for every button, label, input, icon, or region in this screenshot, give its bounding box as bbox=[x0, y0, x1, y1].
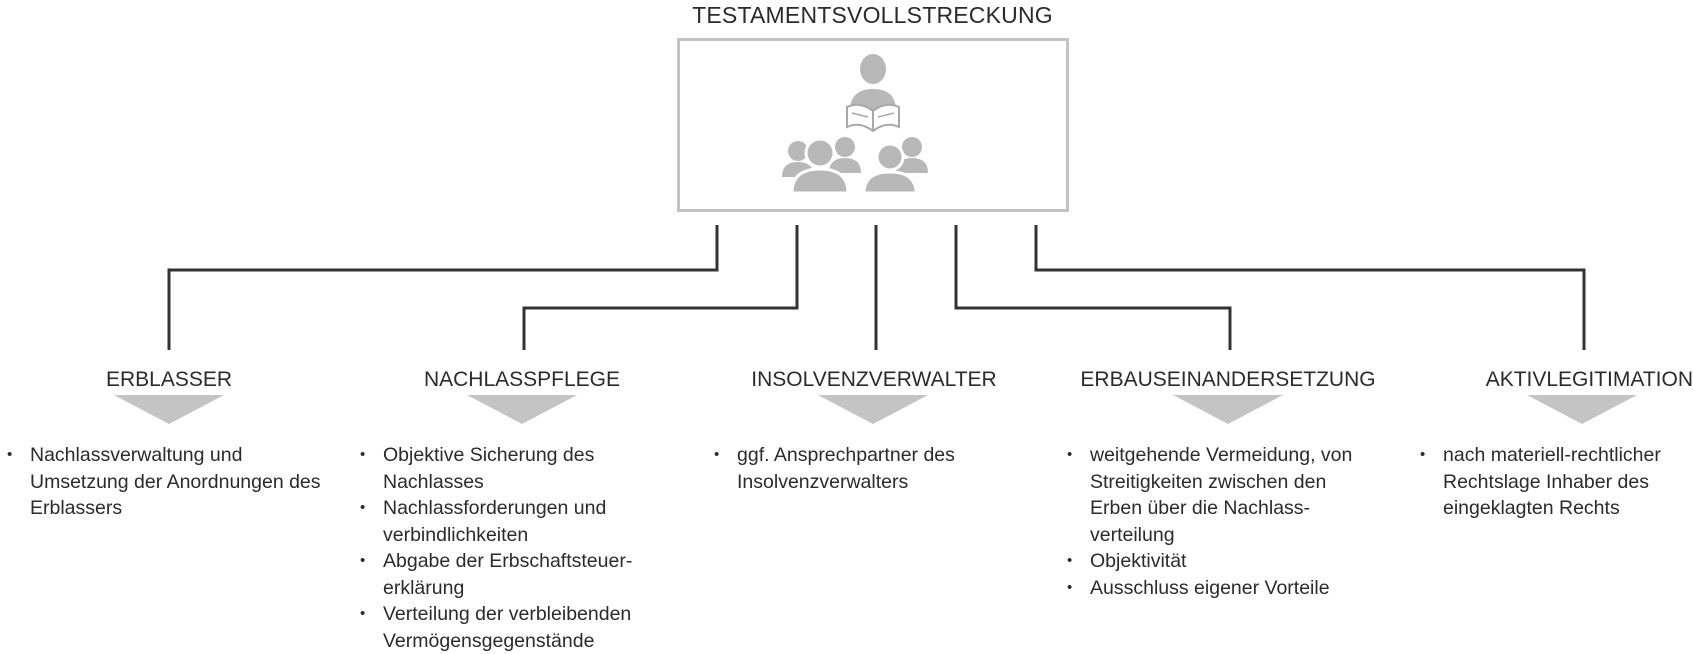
teacher-and-audience-icon bbox=[782, 54, 928, 195]
bullet-list-erblasser: •Nachlassverwaltung und Umsetzung der An… bbox=[4, 442, 324, 522]
list-item: •ggf. Ansprechpartner des Insolvenzverwa… bbox=[714, 444, 955, 493]
connector-lines bbox=[167, 225, 1586, 350]
bullet-list-insolvenzverwalter: •ggf. Ansprechpartner des Insolvenzverwa… bbox=[711, 442, 1001, 495]
list-item: •Verteilung der verbleibenden Vermögensg… bbox=[360, 603, 632, 652]
column-heading-insolvenzverwalter: INSOLVENZVERWALTER bbox=[751, 368, 997, 391]
connector-erblasser bbox=[167, 225, 719, 350]
list-item: •Objektivität bbox=[1067, 550, 1187, 572]
column-heading-aktivlegitimation: AKTIVLEGITIMATION bbox=[1485, 368, 1693, 391]
center-icon-box bbox=[677, 38, 1069, 212]
connector-erbauseinandersetzung bbox=[954, 225, 1232, 350]
bullet-list-aktivlegitimation: •nach materiell-rechtlicher Rechtslage I… bbox=[1417, 442, 1693, 522]
book-icon bbox=[846, 103, 900, 133]
down-arrow-icon bbox=[467, 395, 577, 424]
down-arrow-icon bbox=[1173, 395, 1283, 424]
column-heading-erbauseinandersetzung: ERBAUSEINANDERSETZUNG bbox=[1080, 368, 1376, 391]
list-item: •weitgehende Vermeidung, von Streitigkei… bbox=[1067, 444, 1353, 546]
list-item: •Nachlassforderungen und verbindlichkeit… bbox=[360, 497, 607, 546]
audience-back-row bbox=[782, 137, 928, 177]
bullet-list-nachlasspflege: •Objektive Sicherung des Nachlasses •Nac… bbox=[357, 442, 687, 654]
connector-nachlasspflege bbox=[522, 225, 799, 350]
column-heading-nachlasspflege: NACHLASSPFLEGE bbox=[423, 368, 621, 391]
list-item: •Ausschluss eigener Vorteile bbox=[1067, 576, 1330, 599]
diagram-title: TESTAMENTSVOLLSTRECKUNG bbox=[692, 2, 1053, 28]
column-heading-erblasser: ERBLASSER bbox=[105, 368, 233, 391]
audience-front-row bbox=[790, 137, 918, 195]
list-item: •Objektive Sicherung des Nachlasses bbox=[360, 444, 595, 493]
down-arrow-icon bbox=[114, 395, 224, 424]
list-item: •Abgabe der Erbschaftsteuer-erklärung bbox=[360, 550, 633, 599]
down-arrow-icon bbox=[818, 395, 928, 424]
list-item: •Nachlassverwaltung und Umsetzung der An… bbox=[7, 444, 321, 519]
connector-aktivlegitimation bbox=[1034, 225, 1586, 350]
list-item: •nach materiell-rechtlicher Rechtslage I… bbox=[1420, 444, 1661, 519]
bullet-list-erbauseinandersetzung: •weitgehende Vermeidung, von Streitigkei… bbox=[1064, 442, 1364, 601]
down-arrow-icon bbox=[1527, 395, 1637, 424]
